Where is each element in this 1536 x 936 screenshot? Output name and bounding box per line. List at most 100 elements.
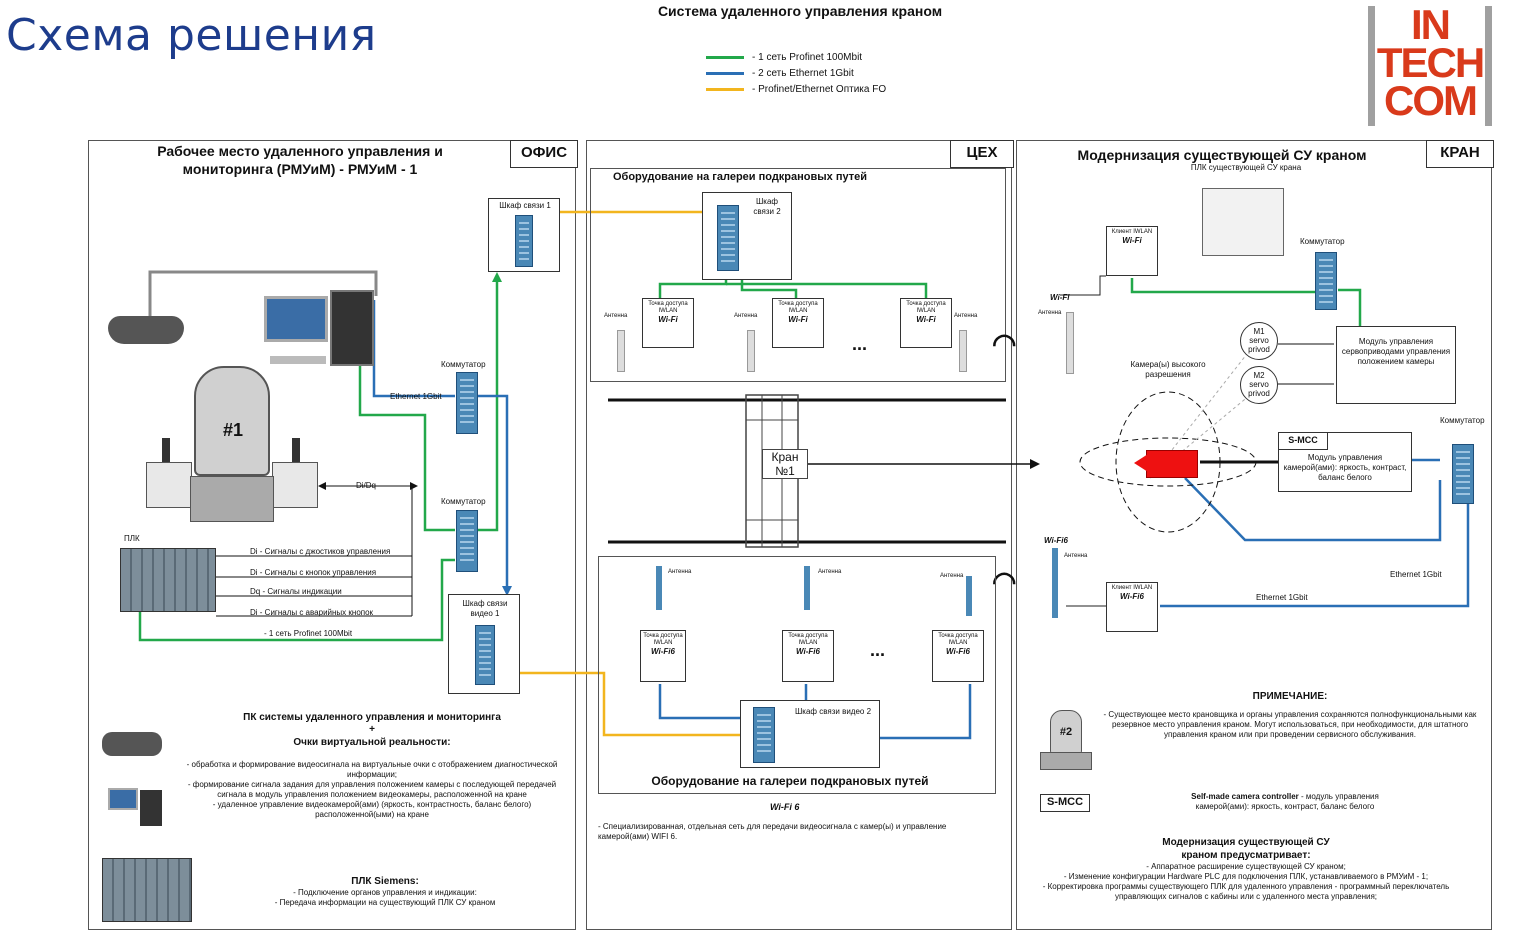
profinet-office-up <box>478 278 499 532</box>
signal-buttons: Di - Сигналы с кнопок управления <box>250 568 377 577</box>
camera-module-label: Модуль управления камерой(ами): яркость,… <box>1283 453 1407 482</box>
legend-swatch-blue <box>706 72 744 75</box>
pc-description: ПК системы удаленного управления и монит… <box>176 712 568 820</box>
legend: - 1 сеть Profinet 100Mbit - 2 сеть Ether… <box>706 52 926 95</box>
existing-plc-icon <box>1202 188 1284 256</box>
crane-switch-label: Коммутатор <box>1300 237 1345 246</box>
crane-ethernet-label-2: Ethernet 1Gbit <box>1256 593 1308 602</box>
antenna-label: Антенна <box>940 573 964 579</box>
seat-number: #2 <box>1059 726 1073 738</box>
cabinet-label: Шкаф связи видео 2 <box>794 707 872 716</box>
pc-tower-small-icon <box>140 790 162 826</box>
crane-switch-2 <box>1452 444 1474 504</box>
signal-profinet: - 1 сеть Profinet 100Mbit <box>264 629 353 638</box>
cabinet-label: Шкаф связи 2 <box>753 197 781 216</box>
pc-note: - обработка и формирование видеосигнала … <box>186 760 558 779</box>
operator-seat-1: #1 <box>146 358 318 526</box>
crane-switch-1 <box>1315 252 1337 310</box>
ap-label: Точка доступа IWLAN <box>788 633 828 646</box>
client-wifi6-label: Wi-Fi6 <box>1120 592 1144 601</box>
profinet-crane <box>1130 278 1315 294</box>
right-console <box>272 462 318 508</box>
crane-note: ПРИМЕЧАНИЕ: - Существующее место крановщ… <box>1100 692 1480 740</box>
video-cabinet-1: Шкаф связи видео 1 <box>448 594 520 694</box>
profinet-office-plc <box>138 558 455 642</box>
smcc-tag: S-MCC <box>1278 432 1328 450</box>
logo-line: COM <box>1384 77 1478 124</box>
shop-section <box>586 140 1012 930</box>
diagram-title: Система удаленного управления краном <box>657 3 943 19</box>
crane-plc-label: ПЛК существующей СУ крана <box>1190 163 1302 172</box>
servo-control-module: Модуль управления сервоприводами управле… <box>1336 326 1456 404</box>
antenna-icon <box>747 330 755 372</box>
crane-antenna-icon <box>1066 312 1074 374</box>
antenna-wifi6-icon <box>656 566 662 610</box>
gallery-top <box>590 168 1006 382</box>
intechcom-logo: IN TECH COM <box>1368 4 1492 126</box>
legend-label: - 2 сеть Ethernet 1Gbit <box>752 68 854 79</box>
crane-title: Модернизация существующей СУ краном <box>1077 147 1367 163</box>
modernization-title: Модернизация существующей СУ краном пред… <box>1162 837 1330 861</box>
seat-back <box>194 366 270 476</box>
crane-ethernet-label-1: Ethernet 1Gbit <box>1390 570 1442 579</box>
smcc-note: Self-made camera controller - модуль упр… <box>1170 792 1400 812</box>
plc-note: - Передача информации на существующий ПЛ… <box>274 898 496 907</box>
ap-label: Точка доступа IWLAN <box>648 301 688 314</box>
legend-label: - 1 сеть Profinet 100Mbit <box>752 52 863 63</box>
page-title: Схема решения <box>6 10 377 61</box>
ap-wifi-label: Wi-Fi <box>916 315 936 324</box>
smcc-legend-tag: S-MCC <box>1040 794 1090 812</box>
keyboard-icon <box>270 356 326 364</box>
antenna-wifi6-icon <box>804 566 810 610</box>
ap-wifi6-label: Wi-Fi6 <box>946 647 970 656</box>
servo-m1: M1 servo privod <box>1240 322 1278 360</box>
plc-small-icon <box>102 858 192 922</box>
ethernet-crane-camera <box>1184 477 1442 542</box>
signal-joystick: Di - Сигналы с джостиков управления <box>250 547 391 556</box>
servo-module-label: Модуль управления сервоприводами управле… <box>1341 337 1451 366</box>
office-title: Рабочее место удаленного управления и мо… <box>157 143 443 177</box>
antenna-icon <box>617 330 625 372</box>
legend-label: - Profinet/Ethernet Оптика FO <box>752 84 887 95</box>
pc-tower-icon <box>330 290 374 366</box>
crane-section <box>1016 140 1492 930</box>
shop-tag: ЦЕХ <box>950 140 1014 168</box>
antenna-label: Антенна <box>1038 310 1062 316</box>
video-cabinet-2: Шкаф связи видео 2 <box>740 700 880 768</box>
ap-wifi6-label: Wi-Fi6 <box>796 647 820 656</box>
crane-wifi-label: Wi-Fi <box>1050 293 1070 302</box>
smcc-note-text: - модуль управления камерой(ами): яркост… <box>1195 792 1379 811</box>
legend-item-ethernet: - 2 сеть Ethernet 1Gbit <box>706 68 926 79</box>
crane-switch-2-label: Коммутатор <box>1440 416 1485 425</box>
office-switch-1 <box>456 372 478 434</box>
cabinet-switch-icon <box>753 707 775 763</box>
note-title: ПРИМЕЧАНИЕ: <box>1252 691 1328 702</box>
servo-m2: M2 servo privod <box>1240 366 1278 404</box>
joystick-right-icon <box>292 438 300 462</box>
office-tag: ОФИС <box>510 140 578 168</box>
access-point-wifi-3: Точка доступа IWLAN Wi-Fi <box>900 298 952 348</box>
comm-cabinet-2: Шкаф связи 2 <box>702 192 792 280</box>
cabinet-switch-icon <box>475 625 495 685</box>
crane-antenna-wifi6-icon <box>1052 548 1058 618</box>
antenna-label: Антенна <box>668 569 692 575</box>
crane-label: Кран №1 <box>762 449 808 479</box>
seat-number: #1 <box>222 420 244 440</box>
profinet-gallery-top <box>658 280 728 300</box>
crane-tag: КРАН <box>1426 140 1494 168</box>
cabinet-switch-icon <box>717 205 739 271</box>
monitor-icon <box>264 296 328 342</box>
plc-siemens-icon <box>120 548 216 612</box>
signal-emergency: Di - Сигналы с аварийных кнопок <box>250 608 374 617</box>
legend-swatch-green <box>706 56 744 59</box>
ap-label: Точка доступа IWLAN <box>643 633 683 646</box>
antenna-label: Антенна <box>734 313 758 319</box>
switch-2-label: Коммутатор <box>441 497 486 506</box>
more-dots: ... <box>852 334 868 354</box>
ethernet-crane-bottom <box>1160 500 1470 608</box>
client-label: Клиент IWLAN <box>1111 229 1153 235</box>
logo-line: TECH <box>1376 39 1485 86</box>
pc-note: - удаленное управление видеокамерой(ами)… <box>212 800 532 819</box>
ap-label: Точка доступа IWLAN <box>938 633 978 646</box>
